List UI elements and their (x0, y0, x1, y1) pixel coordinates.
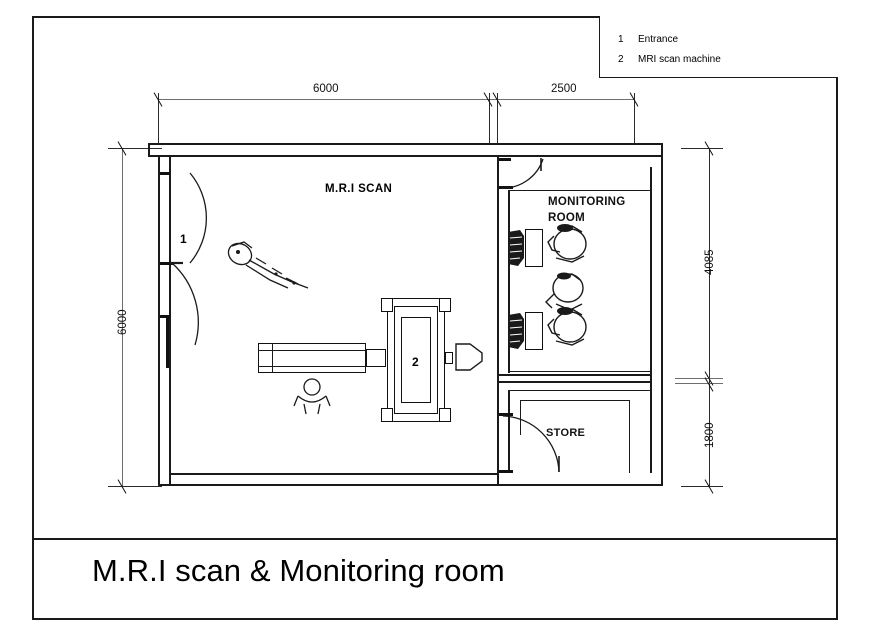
room-label-monitoring-line2: ROOM (548, 212, 585, 224)
top-dim-extension-right (634, 93, 635, 145)
seated-person-icon (293, 378, 331, 415)
mri-bed-rail-bottom (258, 366, 366, 367)
exterior-wall-left-inner (169, 155, 171, 486)
store-door-leaf (499, 470, 513, 473)
store-inner-top (508, 390, 651, 391)
mri-bed-foot-extension (366, 349, 386, 367)
exterior-wall-top-cap-right (661, 143, 663, 157)
dimension-right-4085: 4085 (704, 249, 716, 275)
tag-entrance: 1 (180, 232, 187, 246)
room-label-store: STORE (546, 427, 586, 439)
divider-wall-monitoring-store-b (499, 381, 651, 383)
equipment-rack-icon-1 (508, 230, 524, 266)
top-dim-extension-mid-a (489, 93, 490, 145)
workstation-desk-1 (525, 229, 543, 267)
mri-machine-corner-bl (381, 408, 393, 422)
exterior-wall-top-cap-left (148, 143, 150, 157)
legend-box: 1 Entrance 2 MRI scan machine (599, 16, 838, 78)
entrance-door-leaf-lower (166, 318, 169, 368)
right-dim-extension-mid-b (675, 383, 723, 384)
top-dimension-line (158, 99, 635, 100)
dimension-right-1800: 1800 (704, 422, 716, 448)
exterior-wall-bottom-inner-left (169, 473, 497, 475)
store-door-swing-arc (502, 415, 560, 473)
right-dim-extension-top (681, 148, 723, 149)
room-label-mri-scan: M.R.I SCAN (325, 183, 393, 195)
mri-bed-head-divider (272, 343, 273, 373)
legend-item-1: 1 Entrance (600, 31, 838, 49)
partition-wall-inner-lower (508, 390, 510, 473)
mri-machine-bore (401, 317, 431, 403)
entrance-door-leaf-upper (160, 262, 174, 265)
store-door-jamb (499, 413, 513, 416)
entrance-door-swing-arcs (170, 172, 207, 346)
right-dimension-line (709, 148, 710, 486)
standing-person-icon (545, 272, 584, 311)
monitoring-room-inner-top (508, 190, 651, 191)
store-shelf-right (629, 400, 630, 473)
right-dim-extension-mid-a (675, 378, 723, 379)
dimension-top-2500: 2500 (551, 83, 577, 95)
left-dimension-line (122, 148, 123, 486)
left-dim-extension-bottom (108, 486, 162, 487)
tag-mri-machine: 2 (412, 355, 419, 369)
mri-machine-corner-br (439, 408, 451, 422)
partition-wall-outer (497, 155, 499, 486)
legend-item-1-number: 1 (618, 34, 624, 45)
room-label-monitoring-line1: MONITORING (548, 196, 626, 208)
divider-wall-monitoring-store-a (499, 374, 651, 376)
exterior-wall-top-outer (148, 143, 663, 145)
dimension-top-6000: 6000 (313, 83, 339, 95)
exterior-wall-left-outer (158, 155, 160, 486)
equipment-rack-icon-2 (508, 313, 524, 349)
legend-item-2: 2 MRI scan machine (600, 51, 838, 69)
store-shelf-left (520, 400, 521, 435)
exterior-wall-right-outer (661, 155, 663, 486)
top-dim-extension-left (158, 93, 159, 145)
monitoring-door-jamb (499, 158, 511, 161)
store-shelf-top (520, 400, 630, 401)
monitoring-door-swing-arc (500, 158, 544, 189)
entrance-door-jamb-top (160, 172, 170, 175)
left-dim-extension-top (108, 148, 162, 149)
patient-on-trolley-icon (227, 241, 309, 289)
workstation-desk-2 (525, 312, 543, 350)
sheet-border (32, 16, 838, 620)
top-dim-extension-mid-b (497, 93, 498, 145)
monitoring-room-inner-bottom (508, 371, 651, 372)
mri-machine-corner-tr (439, 298, 451, 312)
legend-item-1-label: Entrance (638, 34, 679, 45)
drawing-title: M.R.I scan & Monitoring room (92, 553, 505, 588)
exterior-wall-bottom-outer (158, 484, 663, 486)
mri-machine-port (445, 352, 453, 364)
partition-wall-inner-upper (508, 190, 510, 373)
mri-bed-rail-top (258, 350, 366, 351)
exterior-wall-top-inner (148, 155, 663, 157)
exterior-wall-right-inner (650, 167, 652, 473)
title-block-divider (32, 538, 838, 540)
entrance-door-jamb-bottom (160, 315, 170, 318)
legend-item-2-number: 2 (618, 54, 624, 65)
legend-item-2-label: MRI scan machine (638, 54, 721, 65)
mri-patient-bed (258, 343, 366, 373)
mri-machine-corner-tl (381, 298, 393, 312)
right-dim-extension-bottom (681, 486, 723, 487)
dimension-left-6000: 6000 (117, 309, 129, 335)
seated-operator-icon-1 (547, 224, 587, 263)
operator-stool-icon (455, 343, 483, 371)
